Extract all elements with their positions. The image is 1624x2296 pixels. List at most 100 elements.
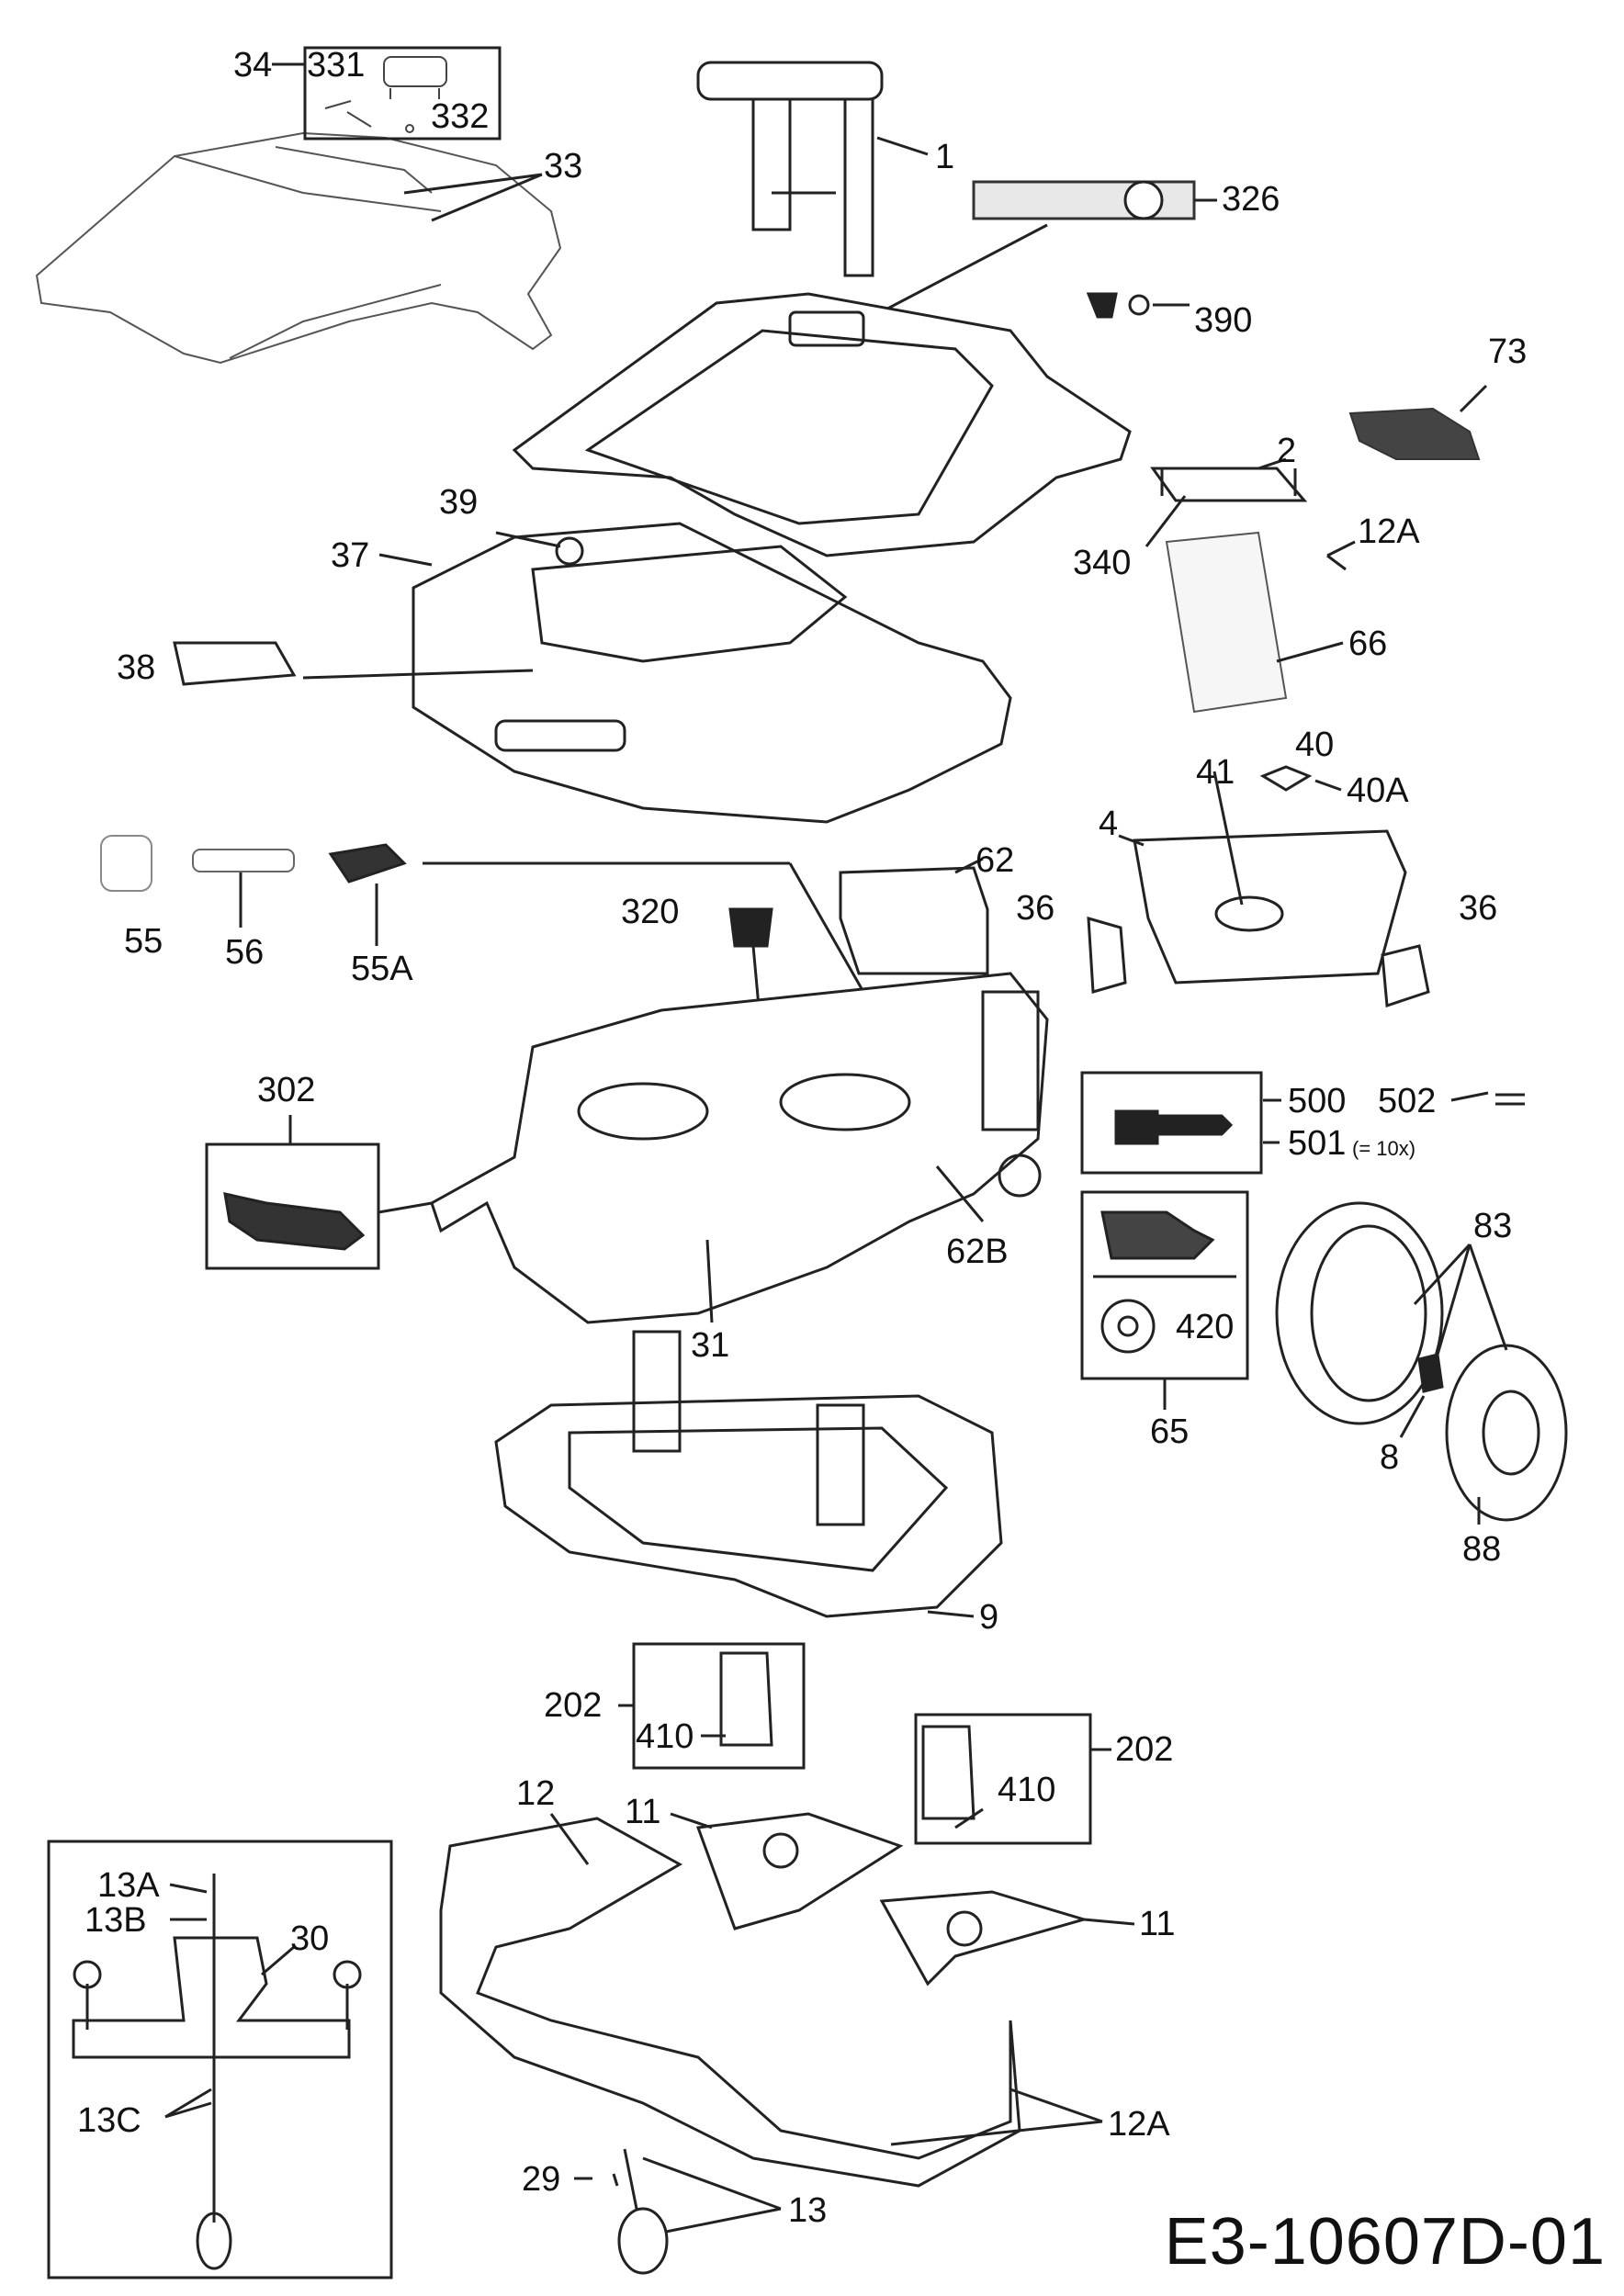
- callout-29: 29: [522, 2160, 561, 2199]
- callout-37: 37: [331, 536, 370, 575]
- sensor-part-73: [1348, 407, 1481, 460]
- leader-41: [1212, 771, 1244, 906]
- axle-part-500: [1114, 1109, 1234, 1145]
- pivot-assembly-part-30: [72, 1874, 362, 2270]
- part-302-box: [205, 1142, 380, 1270]
- leader-13C-a: [164, 2088, 212, 2119]
- bracket-302: [223, 1192, 366, 1251]
- callout-34: 34: [233, 46, 273, 84]
- callout-500: 500: [1288, 1082, 1347, 1120]
- callout-39: 39: [439, 483, 479, 522]
- connector-part-55A: [328, 843, 407, 884]
- hub-part-8: [1417, 1353, 1444, 1393]
- wheel-part-83: [1275, 1201, 1444, 1425]
- callout-410-left: 410: [636, 1717, 694, 1756]
- callout-326: 326: [1222, 180, 1280, 219]
- callout-31: 31: [691, 1326, 730, 1365]
- cap-part-36-right: [1381, 944, 1430, 1008]
- part-34-box: [303, 46, 502, 141]
- top-cover-outline: [35, 131, 562, 365]
- pin-part-29: [612, 2173, 619, 2187]
- blade-hub-11-right: [946, 1910, 983, 1947]
- callout-88: 88: [1462, 1530, 1502, 1569]
- leader-12A-top-b: [1326, 554, 1347, 571]
- callout-331: 331: [307, 46, 366, 84]
- callout-12A-top: 12A: [1358, 512, 1420, 551]
- callout-8: 8: [1380, 1438, 1400, 1477]
- callout-2: 2: [1277, 432, 1297, 470]
- battery-tray-part-4: [1133, 829, 1407, 985]
- callout-320: 320: [621, 893, 680, 931]
- callout-340: 340: [1073, 544, 1132, 582]
- leader-40A: [1314, 779, 1342, 792]
- callout-40A: 40A: [1347, 771, 1409, 810]
- motor-part-65: [1100, 1210, 1215, 1260]
- callout-56: 56: [225, 933, 265, 972]
- leader-4: [1118, 834, 1145, 847]
- leader-11-right: [1083, 1918, 1135, 1926]
- leader-11-top: [670, 1812, 713, 1829]
- leader-12A-bottom-a: [1009, 2088, 1103, 2123]
- leader-12: [549, 1813, 590, 1865]
- trim-part-38: [173, 641, 297, 686]
- leader-38: [302, 669, 534, 680]
- leader-12A-top-a: [1326, 540, 1356, 557]
- leader-66: [1276, 641, 1344, 663]
- leader-9: [927, 1610, 975, 1618]
- callout-30: 30: [290, 1919, 330, 1958]
- callout-66: 66: [1348, 625, 1388, 663]
- leader-55A-chassis-b: [788, 862, 865, 993]
- pin-part-502: [1495, 1093, 1525, 1106]
- callout-390: 390: [1194, 301, 1253, 340]
- button-part-39: [555, 536, 584, 566]
- drawing-code: E3-10607D-01: [1164, 2205, 1606, 2279]
- leader-37: [378, 553, 433, 567]
- part-202-right-box: [914, 1713, 1092, 1845]
- leader-1: [876, 136, 929, 156]
- leader-39: [495, 531, 561, 548]
- leader-30: [261, 1945, 295, 1976]
- callout-36-left: 36: [1016, 889, 1055, 928]
- callout-38: 38: [117, 648, 156, 687]
- callout-501-quantity-note: (= 10x): [1352, 1137, 1416, 1160]
- front-wheel-part-13: [617, 2148, 669, 2275]
- callout-502: 502: [1378, 1082, 1437, 1120]
- housing-part-2: [1150, 467, 1308, 502]
- leader-33a: [403, 173, 543, 195]
- callout-36-right: 36: [1459, 889, 1498, 928]
- callout-302: 302: [257, 1071, 316, 1109]
- nozzle-part-55: [100, 835, 152, 892]
- hood-part-37: [412, 522, 1012, 824]
- callout-13C: 13C: [77, 2101, 141, 2140]
- leader-83c: [1468, 1244, 1508, 1351]
- leader-33b: [431, 173, 543, 222]
- callout-202-left: 202: [544, 1686, 603, 1725]
- callout-12: 12: [516, 1774, 556, 1813]
- leader-83b: [1436, 1244, 1472, 1356]
- callout-9: 9: [979, 1598, 999, 1637]
- fuse-part-56: [192, 849, 295, 872]
- plug-part-320: [728, 907, 773, 948]
- blade-part-11-top: [695, 1812, 904, 1930]
- main-lid: [512, 292, 1132, 557]
- blade-hub-11-top: [762, 1832, 799, 1869]
- leader-12A-bottom-b: [890, 2120, 1103, 2146]
- leader-502: [1450, 1091, 1489, 1102]
- callout-202-right: 202: [1115, 1730, 1174, 1769]
- blade-part-11-right: [879, 1890, 1089, 1986]
- leader-62B: [935, 1165, 985, 1222]
- leader-31: [705, 1239, 714, 1323]
- callout-55: 55: [124, 922, 164, 961]
- callout-33: 33: [544, 147, 583, 186]
- label-strip-part-326: [972, 180, 1196, 220]
- callout-41: 41: [1196, 753, 1235, 792]
- knob-part-390: [1086, 292, 1150, 319]
- leader-410-right: [954, 1807, 984, 1829]
- callout-83: 83: [1473, 1207, 1513, 1245]
- callout-13: 13: [788, 2191, 828, 2230]
- motor-part-410-right: [921, 1725, 976, 1820]
- bearing-part-420: [1100, 1299, 1156, 1354]
- callout-62: 62: [976, 841, 1015, 880]
- callout-11-right: 11: [1139, 1905, 1176, 1943]
